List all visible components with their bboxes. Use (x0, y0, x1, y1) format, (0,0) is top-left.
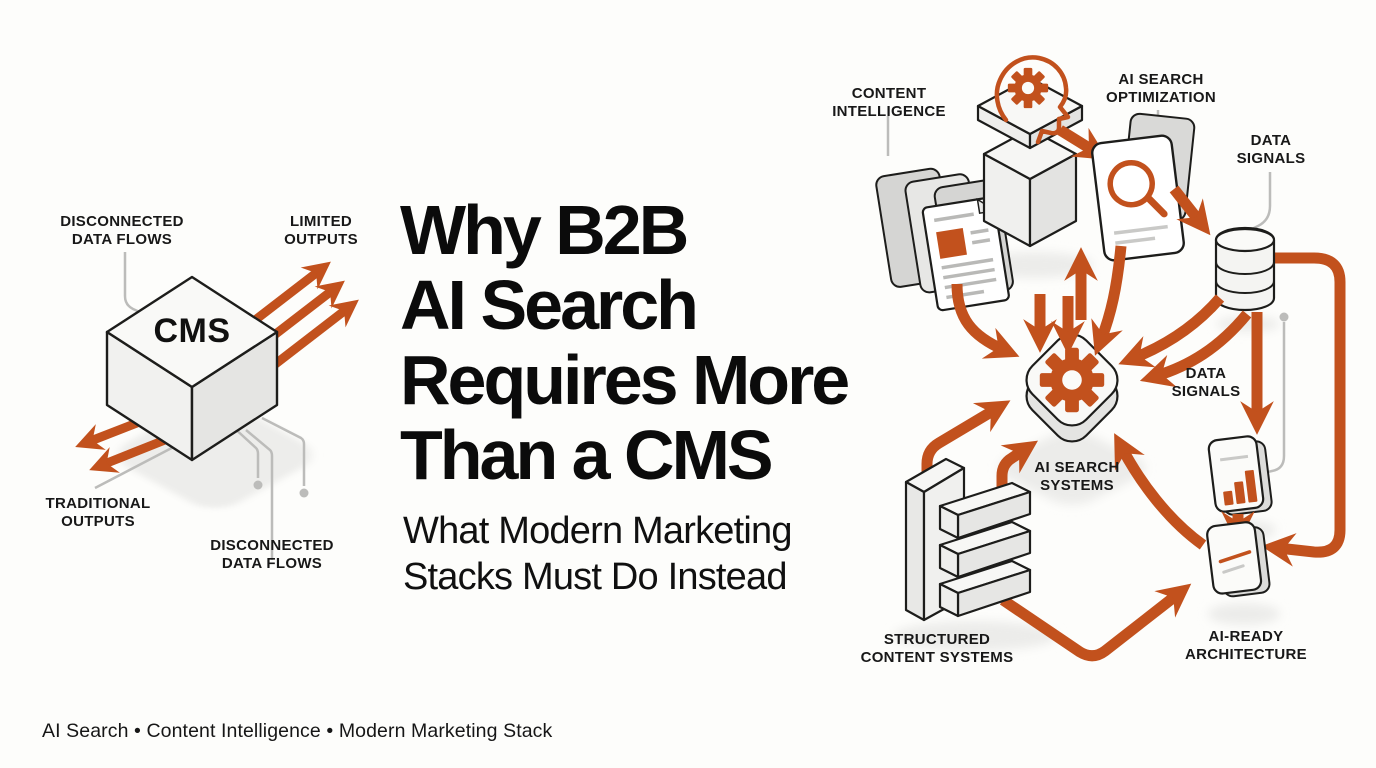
flow-arrow (1169, 185, 1211, 236)
gear-icon (1039, 347, 1105, 413)
database-icon (1214, 226, 1276, 312)
bar-chart-icon (1223, 469, 1258, 506)
head-gear-icon (994, 55, 1071, 145)
title-line-3: Requires More (400, 341, 850, 419)
search-icon (1107, 159, 1168, 218)
title-line-2: AI Search (400, 266, 699, 344)
label-ai-ready-architecture: AI-READY ARCHITECTURE (1185, 628, 1307, 663)
flow-arrows (921, 245, 1274, 556)
image-placeholder-icon (936, 228, 967, 259)
title-line-4: Than a CMS (400, 416, 774, 494)
label-ai-search-optimization: AI SEARCH OPTIMIZATION (1106, 71, 1216, 106)
title-line-1: Why B2B (400, 191, 689, 269)
ai-ready-panel-icon (1206, 521, 1271, 598)
label-disconnected-data-flows-bottom: DISCONNECTED DATA FLOWS (210, 537, 334, 572)
ai-search-systems-node (1025, 333, 1119, 443)
bar-chart-panel (1207, 435, 1273, 516)
label-limited-outputs: LIMITED OUTPUTS (284, 213, 358, 248)
cms-cube-label: CMS (153, 312, 231, 350)
label-disconnected-data-flows-top: DISCONNECTED DATA FLOWS (60, 213, 184, 248)
footer-tagline: AI Search • Content Intelligence • Moder… (42, 720, 553, 742)
page-title: Why B2B AI Search Requires More Than a C… (400, 191, 850, 494)
cms-cube-icon (105, 275, 279, 462)
label-content-intelligence: CONTENT INTELLIGENCE (832, 85, 946, 120)
disconnected-wires-icon (94, 252, 306, 560)
label-ai-search-systems: AI SEARCH SYSTEMS (1034, 459, 1120, 494)
label-data-signals-top: DATA SIGNALS (1236, 132, 1306, 167)
document-icon (921, 196, 1010, 312)
wire-dot (253, 480, 263, 490)
cms-diagram (75, 252, 359, 560)
label-structured-content-systems: STRUCTURED CONTENT SYSTEMS (860, 631, 1014, 666)
wire-dot (1279, 312, 1289, 322)
structured-stack-icon (904, 457, 1032, 622)
flow-loops (999, 252, 1346, 662)
flow-arrow (1057, 125, 1109, 160)
label-data-signals-mid: DATA SIGNALS (1171, 365, 1241, 400)
subtitle-line-1: What Modern Marketing (403, 510, 793, 552)
label-traditional-outputs: TRADITIONAL OUTPUTS (45, 495, 151, 530)
subtitle-line-2: Stacks Must Do Instead (403, 556, 787, 598)
ai-stack-diagram (875, 55, 1346, 662)
page-subtitle: What Modern Marketing Stacks Must Do Ins… (403, 508, 793, 600)
wire-dot (299, 488, 309, 498)
